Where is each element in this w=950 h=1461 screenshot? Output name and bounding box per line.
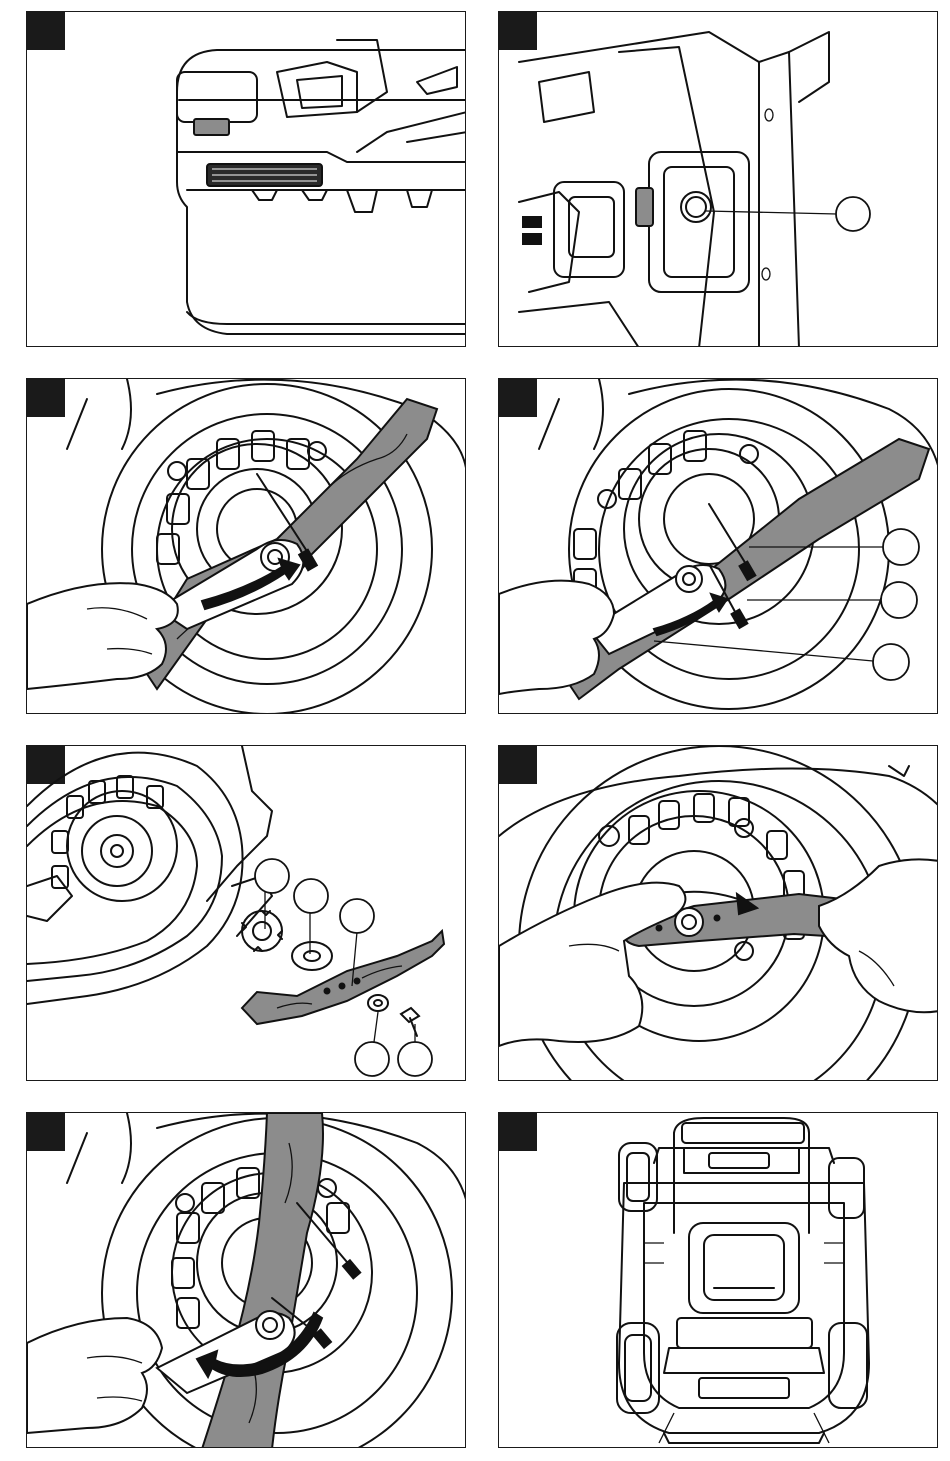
blade-balance-illustration <box>499 746 938 1081</box>
callout-circle <box>340 899 374 933</box>
callout-circle <box>398 1042 432 1076</box>
panel-blade-assembly-exploded <box>26 745 466 1081</box>
panel-tighten-blade-bolt <box>26 1112 466 1448</box>
callout-circle <box>355 1042 389 1076</box>
callout-circle <box>255 859 289 893</box>
panel-battery-compartment <box>498 11 938 347</box>
callout-circle <box>294 879 328 913</box>
loosen-blade-illustration <box>27 379 466 714</box>
callout-circle <box>836 197 870 231</box>
panel-blade-bolt-callouts <box>498 378 938 714</box>
blade-bolt-callout-illustration <box>499 379 938 714</box>
battery-compartment-illustration <box>499 12 938 347</box>
panel-loosen-blade-bolt <box>26 378 466 714</box>
callout-circle <box>883 529 919 565</box>
panel-battery-pack <box>26 11 466 347</box>
callout-circle <box>881 582 917 618</box>
tighten-blade-illustration <box>27 1113 466 1448</box>
mower-top-view-illustration <box>499 1113 938 1448</box>
blade-assembly-illustration <box>27 746 466 1081</box>
panel-mower-top-view <box>498 1112 938 1448</box>
panel-check-blade-balance <box>498 745 938 1081</box>
battery-pack-illustration <box>27 12 466 347</box>
callout-circle <box>873 644 909 680</box>
